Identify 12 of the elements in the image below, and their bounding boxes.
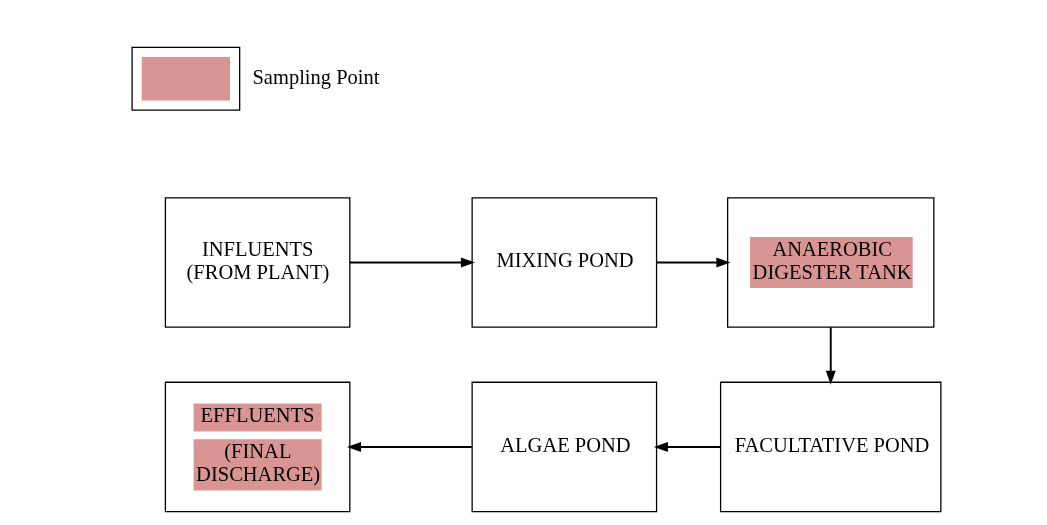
arrow (653, 442, 721, 452)
node-box: ANAEROBIC DIGESTER TANK (726, 197, 934, 328)
node-box: ALGAE POND (471, 381, 657, 513)
arrow (825, 326, 836, 385)
node-box: INFLUENTS (FROM PLANT) (164, 197, 350, 328)
legend-label: Sampling Point (251, 65, 379, 88)
arrow (346, 442, 473, 452)
arrow (348, 257, 475, 268)
node-box: FACULTATIVE POND (719, 381, 941, 513)
node-box: EFFLUENTS (FINAL DISCHARGE) (164, 381, 350, 513)
arrow (655, 257, 730, 268)
node-box: MIXING POND (471, 197, 657, 328)
